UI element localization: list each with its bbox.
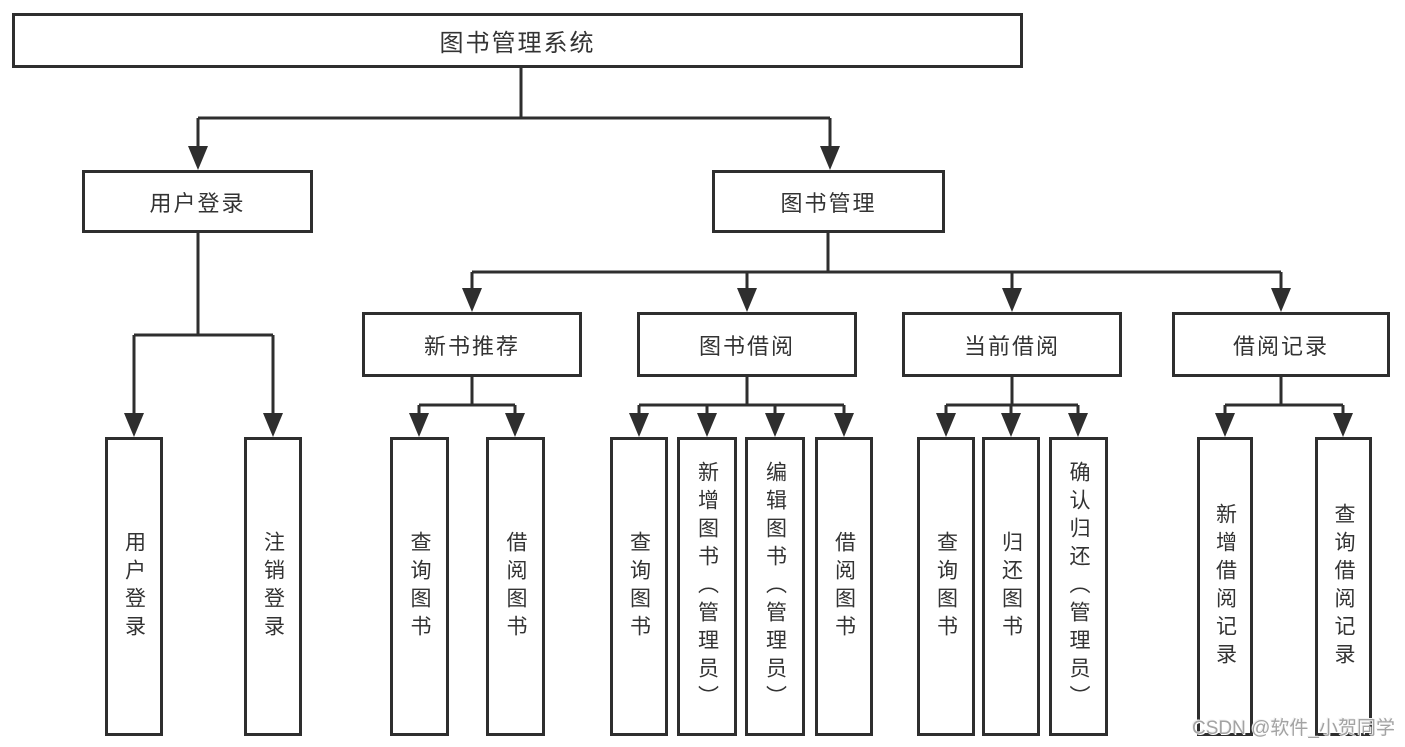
leaf-bb-borrow-books-label: 借阅图书 — [832, 530, 856, 643]
leaf-user-login-label: 用户登录 — [122, 530, 146, 643]
leaf-cb-confirm-return-admin-label: 确认归还（管理员） — [1067, 460, 1090, 713]
leaf-user-login: 用户登录 — [105, 437, 163, 736]
connector-currentborrow-to-leaves — [936, 377, 1088, 437]
leaf-bb-query-books: 查询图书 — [610, 437, 668, 736]
leaf-rec-query-books: 查询图书 — [390, 437, 449, 736]
node-new-book-recommend: 新书推荐 — [362, 312, 582, 377]
connector-borrowrecords-to-leaves — [1215, 377, 1353, 437]
node-book-management: 图书管理 — [712, 170, 945, 233]
leaf-bb-borrow-books: 借阅图书 — [815, 437, 873, 736]
connector-userlogin-to-leaves — [124, 233, 283, 437]
leaf-cb-confirm-return-admin: 确认归还（管理员） — [1049, 437, 1108, 736]
leaf-bb-edit-books-admin-label: 编辑图书（管理员） — [763, 460, 787, 713]
leaf-rec-borrow-books-label: 借阅图书 — [504, 530, 527, 643]
node-new-book-recommend-label: 新书推荐 — [423, 333, 520, 359]
node-current-borrow: 当前借阅 — [902, 312, 1122, 377]
leaf-br-query-record: 查询借阅记录 — [1315, 437, 1372, 736]
leaf-rec-query-books-label: 查询图书 — [408, 530, 431, 643]
node-book-management-label: 图书管理 — [780, 190, 877, 216]
leaf-bb-add-books-admin: 新增图书（管理员） — [677, 437, 737, 736]
leaf-bb-add-books-admin-label: 新增图书（管理员） — [695, 460, 719, 713]
leaf-bb-query-books-label: 查询图书 — [627, 530, 651, 643]
leaf-logout-label: 注销登录 — [261, 530, 285, 643]
connector-bookmgmt-to-level3 — [462, 233, 1291, 312]
leaf-logout: 注销登录 — [244, 437, 302, 736]
leaf-br-query-record-label: 查询借阅记录 — [1332, 502, 1355, 671]
leaf-cb-return-books: 归还图书 — [982, 437, 1040, 736]
leaf-br-add-record-label: 新增借阅记录 — [1213, 502, 1237, 671]
connector-newbookrec-to-leaves — [409, 377, 525, 437]
leaf-cb-query-books: 查询图书 — [917, 437, 975, 736]
node-current-borrow-label: 当前借阅 — [963, 333, 1060, 359]
csdn-watermark: CSDN @软件_小贺同学 — [1192, 718, 1395, 739]
node-borrow-records-label: 借阅记录 — [1232, 333, 1329, 359]
node-root-label: 图书管理系统 — [439, 30, 596, 57]
connector-root-to-level2 — [188, 68, 840, 170]
node-borrow-records: 借阅记录 — [1172, 312, 1390, 377]
node-book-borrow: 图书借阅 — [637, 312, 857, 377]
leaf-bb-edit-books-admin: 编辑图书（管理员） — [745, 437, 805, 736]
leaf-br-add-record: 新增借阅记录 — [1197, 437, 1253, 736]
node-root: 图书管理系统 — [12, 13, 1023, 68]
leaf-rec-borrow-books: 借阅图书 — [486, 437, 545, 736]
leaf-cb-query-books-label: 查询图书 — [934, 530, 958, 643]
node-user-login-label: 用户登录 — [149, 190, 246, 216]
leaf-cb-return-books-label: 归还图书 — [999, 530, 1023, 643]
connector-bookborrow-to-leaves — [629, 377, 854, 437]
node-book-borrow-label: 图书借阅 — [698, 333, 795, 359]
node-user-login: 用户登录 — [82, 170, 313, 233]
